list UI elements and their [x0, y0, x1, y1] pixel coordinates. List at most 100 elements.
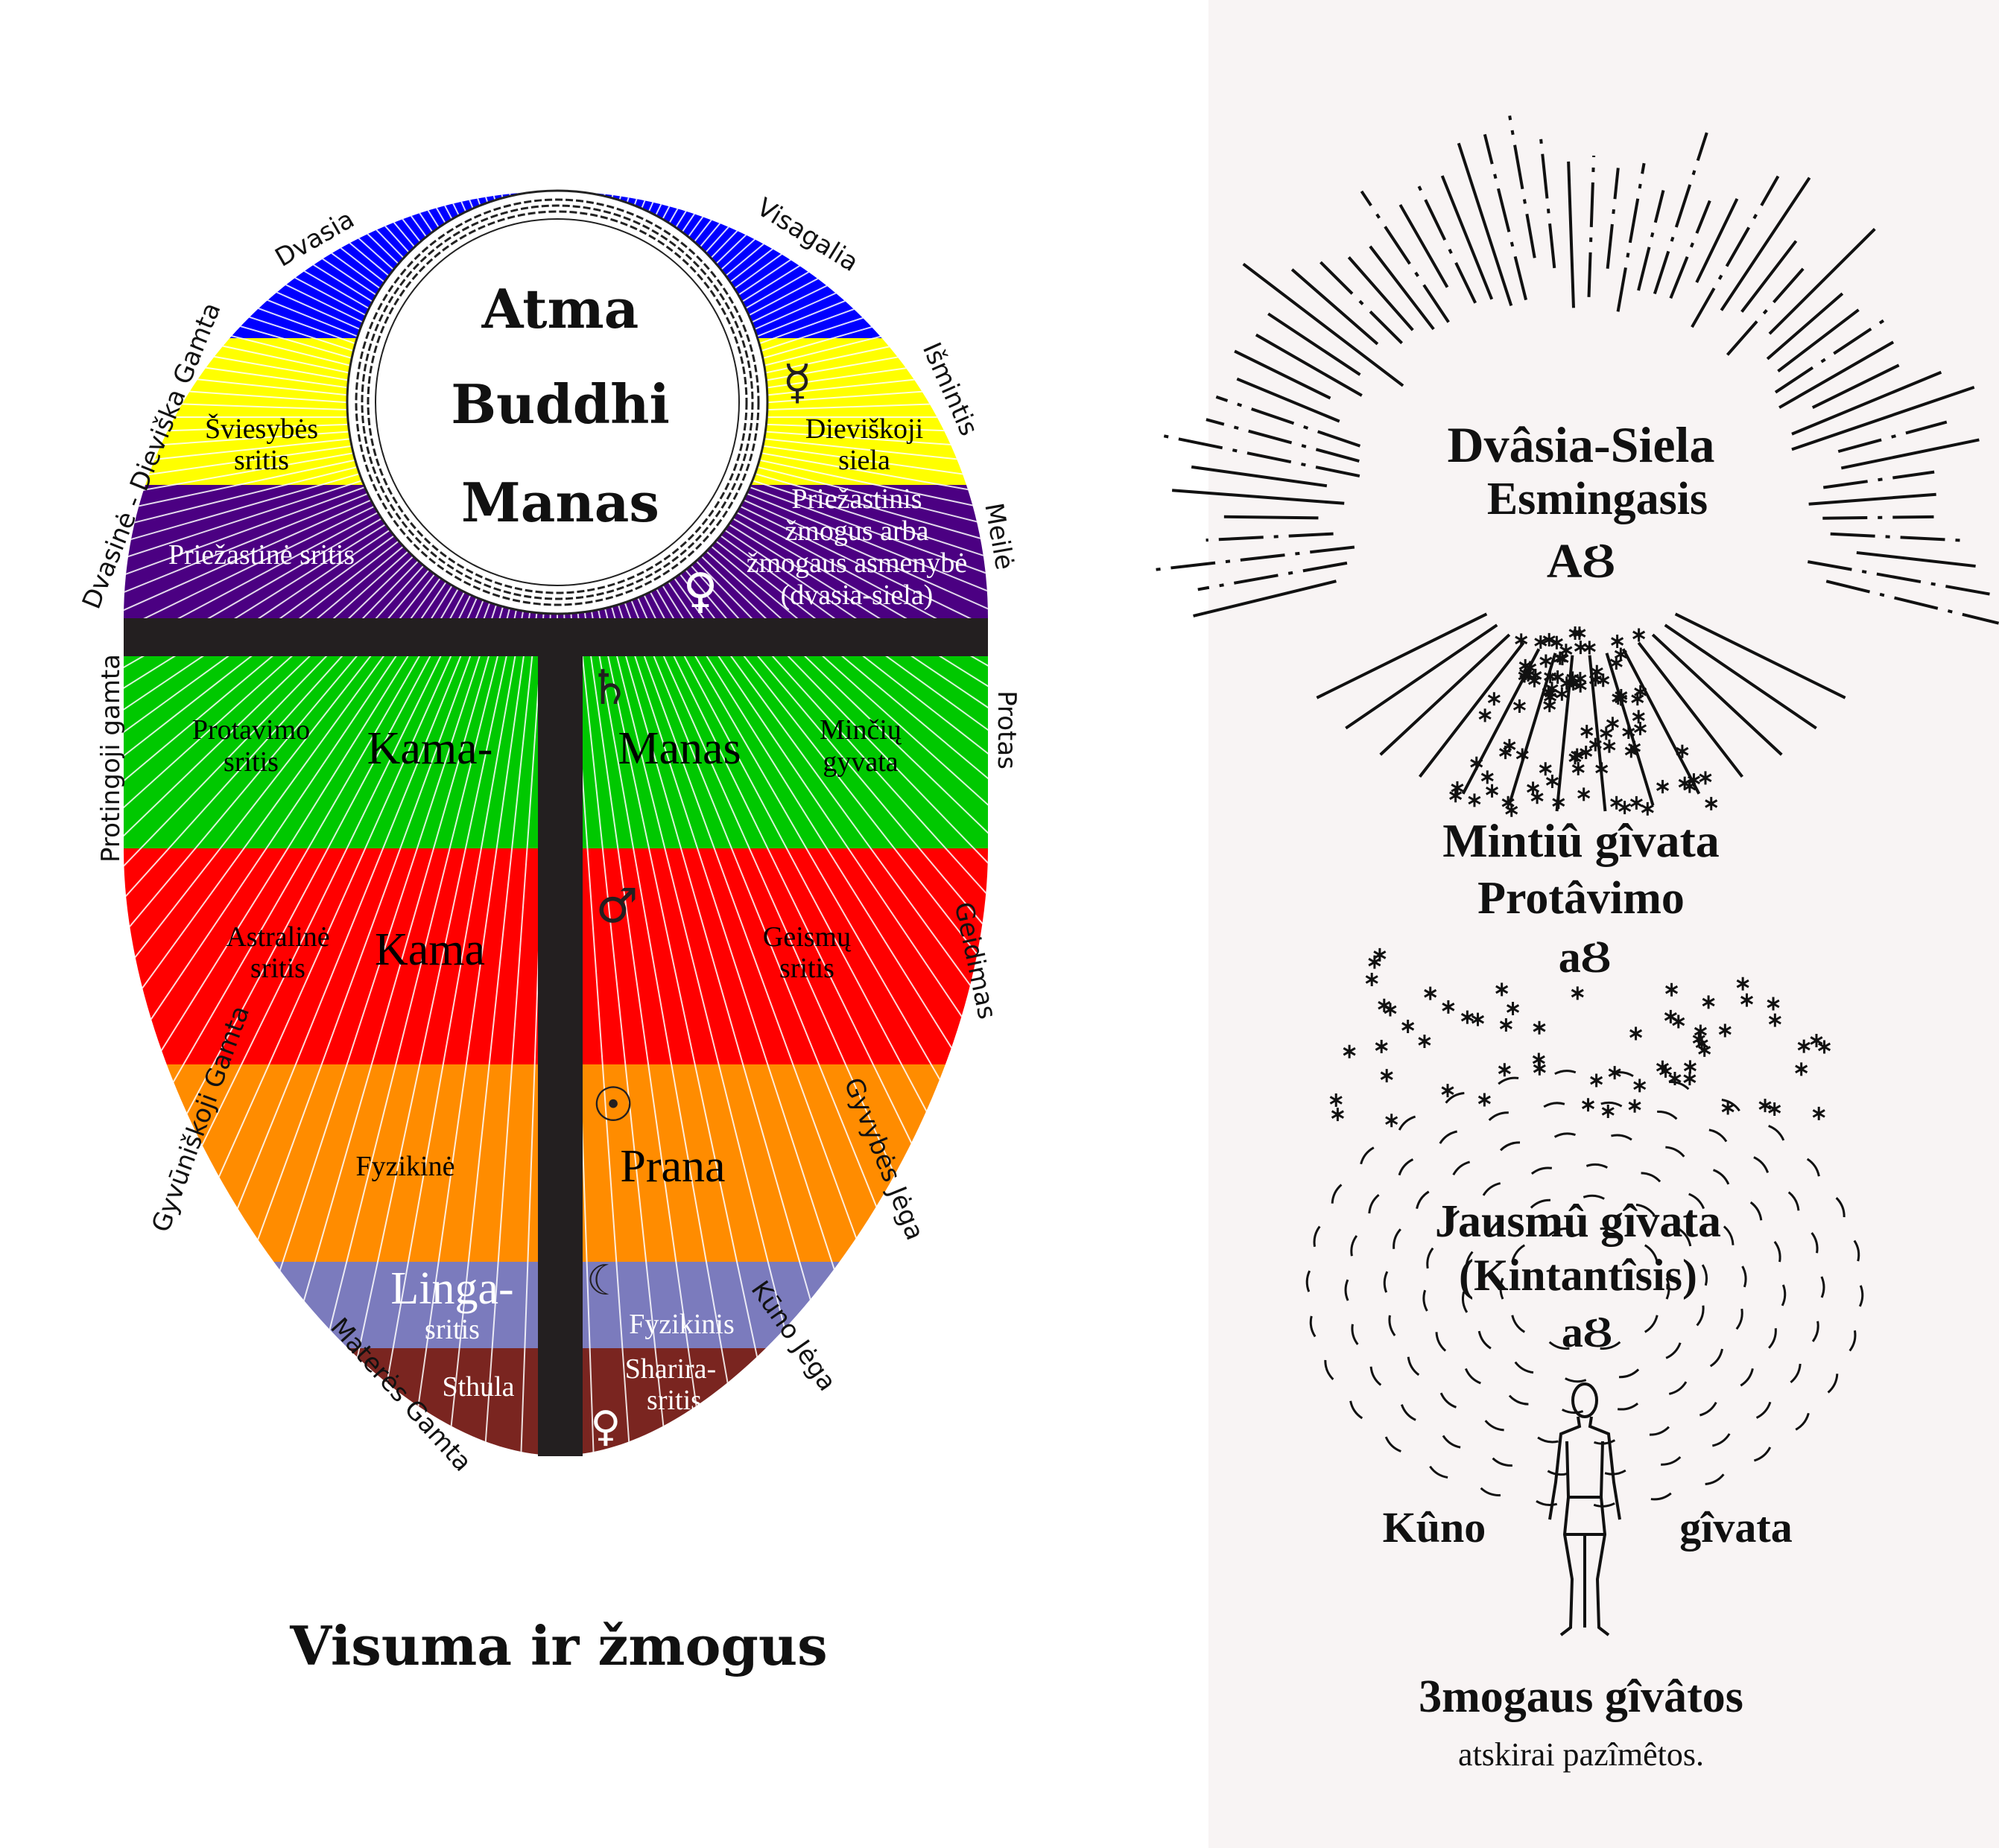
arc-mark: [1324, 1359, 1334, 1380]
star-icon: [1571, 761, 1585, 775]
arc-mark: [1699, 1401, 1717, 1417]
ray-line: [1616, 162, 1646, 312]
star-icon: [1515, 633, 1528, 647]
star-icon: [1498, 1063, 1511, 1077]
arc-mark: [1511, 1244, 1526, 1263]
ray-line: [1807, 560, 1999, 597]
star-icon: [1600, 726, 1613, 740]
star-icon: [1329, 1093, 1343, 1107]
earth-icon: ♁: [590, 1400, 621, 1449]
arc-mark: [1641, 1172, 1661, 1183]
arc-mark: [1511, 1315, 1526, 1333]
priezastinis-line4: (dvasia-siela): [781, 580, 934, 611]
arc-mark: [1668, 1381, 1688, 1395]
star-icon: [1631, 692, 1644, 706]
star-icon: [1518, 658, 1532, 673]
arc-mark: [1388, 1315, 1396, 1336]
label-protingoji-gamta: Protingoji gamta: [96, 654, 126, 863]
arc-mark: [1393, 1228, 1401, 1249]
ray-line: [1664, 623, 1817, 730]
protavimo-line2: sritis: [224, 746, 279, 778]
star-icon: [1571, 748, 1584, 762]
ray-line: [1345, 623, 1498, 730]
star-icon: [1574, 672, 1587, 686]
star-icon: [1606, 717, 1619, 731]
jausmu-givata-label: Jausmû gîvata: [1435, 1196, 1721, 1247]
star-icon: [1583, 641, 1596, 655]
arc-mark: [1398, 1115, 1416, 1131]
star-icon: [1534, 635, 1547, 649]
arc-mark: [1787, 1191, 1800, 1211]
sun-icon: ☉: [592, 1078, 634, 1133]
arc-mark: [1820, 1276, 1825, 1298]
star-icon: [1736, 977, 1749, 991]
arc-mark: [1407, 1356, 1420, 1377]
ray-line: [1674, 612, 1846, 699]
star-icon: [1641, 801, 1654, 816]
arc-mark: [1305, 1270, 1311, 1292]
star-icon: [1512, 699, 1526, 713]
ray-line: [1777, 308, 1860, 372]
star-icon: [1588, 737, 1602, 752]
ray-line: [1822, 515, 1934, 520]
arc-mark: [1530, 1166, 1553, 1175]
mars-icon: ♂: [595, 879, 638, 934]
arc-mark: [1344, 1279, 1349, 1301]
star-icon: [1571, 986, 1584, 1000]
ray-line: [1605, 652, 1655, 806]
arc-mark: [1768, 1328, 1777, 1349]
arc-mark: [1604, 1469, 1626, 1476]
star-icon: [1451, 781, 1464, 795]
as-top-label: AȢ: [1547, 534, 1615, 588]
ray-line: [1669, 200, 1711, 299]
astraline-line1: Astralinė: [226, 921, 329, 953]
arc-mark: [1721, 1099, 1740, 1112]
ray-line: [1255, 333, 1363, 397]
arc-mark: [1644, 1244, 1659, 1263]
star-icon: [1480, 770, 1494, 784]
kuno-label: Kûno: [1383, 1503, 1486, 1552]
star-icon: [1343, 1044, 1356, 1058]
arc-mark: [1313, 1225, 1321, 1247]
star-icon: [1629, 796, 1643, 810]
priezastinis-line3: žmogaus asmenybė: [747, 547, 968, 579]
ray-line: [1766, 292, 1844, 361]
star-icon: [1721, 1101, 1735, 1115]
star-icon: [1702, 995, 1715, 1009]
ray-line: [1691, 175, 1780, 328]
star-icon: [1683, 779, 1697, 793]
star-icon: [1676, 744, 1689, 758]
arc-mark: [1480, 1487, 1501, 1496]
t-bar-vertical: [538, 618, 583, 1456]
star-icon: [1580, 746, 1593, 760]
arc-mark: [1618, 1368, 1640, 1379]
arc-mark: [1657, 1111, 1678, 1120]
ray-line: [1290, 268, 1379, 346]
ray-line: [1156, 433, 1360, 478]
star-icon: [1580, 725, 1594, 739]
star-icon: [1767, 997, 1780, 1011]
star-icon: [1552, 796, 1565, 810]
ray-line: [1811, 363, 1900, 410]
arc-mark: [1688, 1193, 1705, 1210]
ray-line: [1856, 550, 1976, 568]
venus-icon: ♀: [683, 564, 718, 619]
star-icon: [1795, 1062, 1808, 1076]
ray-line: [1508, 115, 1536, 258]
star-icon: [1532, 1052, 1545, 1067]
arc-mark: [1665, 1342, 1682, 1359]
ray-line: [1379, 633, 1511, 756]
moon-icon: ☾: [586, 1257, 624, 1305]
arc-mark: [1548, 1341, 1570, 1350]
protavimo-label: Protâvimo: [1477, 873, 1685, 924]
star-icon: [1542, 685, 1555, 699]
arc-mark: [1422, 1289, 1428, 1312]
star-icon: [1817, 1040, 1831, 1054]
ray-line: [1830, 532, 1965, 542]
arc-mark: [1853, 1239, 1860, 1262]
hatch-line: [557, 416, 641, 1455]
arc-mark: [1795, 1412, 1810, 1431]
arc-mark: [1848, 1330, 1857, 1352]
star-icon: [1380, 1069, 1393, 1083]
